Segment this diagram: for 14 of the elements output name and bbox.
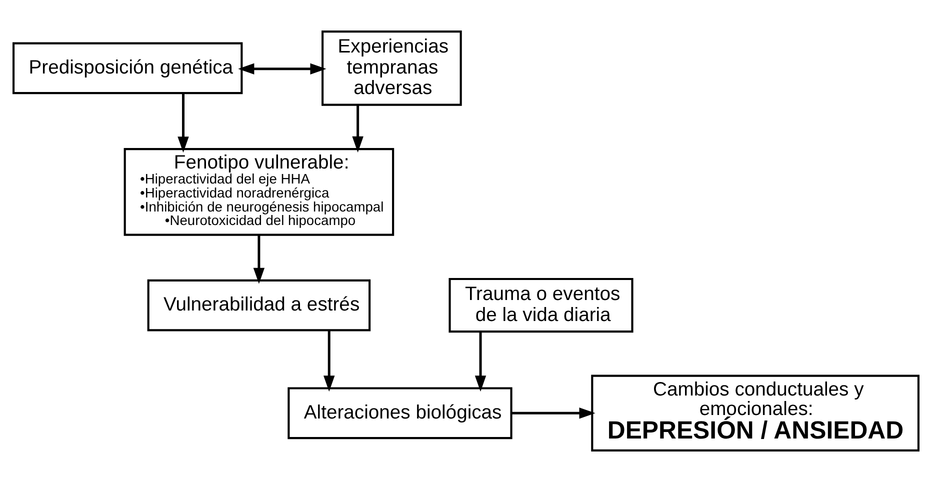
node-box: Cambios conductuales y emocionales: DEPRESIÓN / ANSIEDAD bbox=[591, 374, 920, 451]
arrow bbox=[511, 407, 596, 418]
node-box: Predisposición genética bbox=[12, 42, 243, 94]
arrow bbox=[238, 62, 326, 74]
node-box: Alteraciones biológicas bbox=[288, 386, 512, 439]
arrow bbox=[178, 92, 189, 152]
node-box: Trauma o eventos de la vida diaria bbox=[448, 277, 634, 332]
node-box: Fenotipo vulnerable: •Hiperactividad del eje HHA •Hiperactividad noradrenérgica •Inhibición de neurogénesis hipocampal •Neurotoxicidad del hipocampo bbox=[124, 148, 394, 236]
arrow bbox=[352, 104, 364, 152]
node-box: Vulnerabilidad a estrés bbox=[147, 278, 371, 331]
arrow bbox=[474, 331, 486, 392]
arrow bbox=[324, 330, 335, 392]
arrow bbox=[253, 234, 265, 284]
node-box: Experiencias tempranas adversas bbox=[322, 30, 462, 106]
